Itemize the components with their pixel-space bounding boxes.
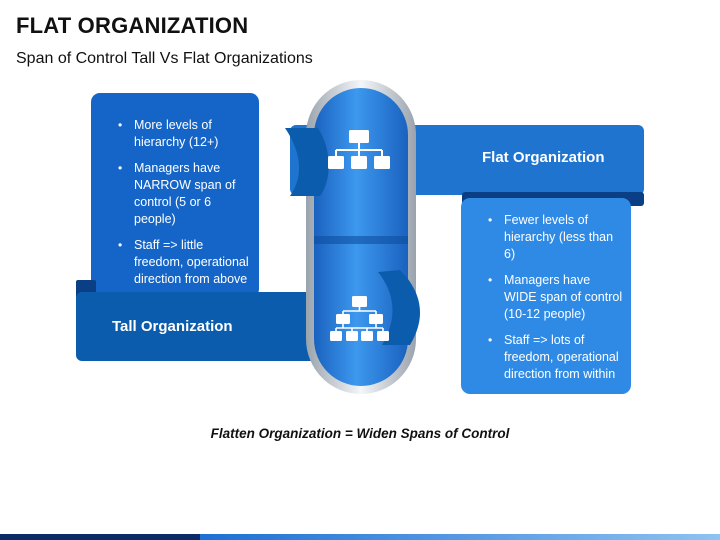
ribbon-twist-bottom bbox=[378, 270, 421, 345]
tall-bullet: Managers have NARROW span of control (5 … bbox=[118, 160, 254, 228]
tall-bullet-list: More levels of hierarchy (12+) Managers … bbox=[118, 117, 254, 297]
tall-band bbox=[76, 292, 364, 361]
tall-bullet: Staff => little freedom, operational dir… bbox=[118, 237, 254, 288]
flat-org-chart-icon bbox=[328, 130, 390, 169]
flat-organization-label: Flat Organization bbox=[482, 149, 605, 166]
footer-bar-dark bbox=[0, 534, 200, 540]
page-subtitle: Span of Control Tall Vs Flat Organizatio… bbox=[16, 50, 313, 67]
tall-organization-label: Tall Organization bbox=[112, 318, 233, 335]
tall-org-chart-icon bbox=[330, 296, 389, 341]
flat-bullet-list: Fewer levels of hierarchy (less than 6) … bbox=[488, 212, 624, 392]
page-title: FLAT ORGANIZATION bbox=[16, 13, 249, 38]
flat-bullet: Staff => lots of freedom, operational di… bbox=[488, 332, 624, 383]
capsule-divider bbox=[314, 236, 408, 244]
footer-bar-gradient bbox=[200, 534, 720, 540]
flat-bullet: Managers have WIDE span of control (10-1… bbox=[488, 272, 624, 323]
tall-bullet: More levels of hierarchy (12+) bbox=[118, 117, 254, 151]
flat-bullet: Fewer levels of hierarchy (less than 6) bbox=[488, 212, 624, 263]
footer-bar bbox=[0, 534, 720, 540]
caption: Flatten Organization = Widen Spans of Co… bbox=[210, 426, 510, 441]
ribbon-twist-top bbox=[285, 128, 329, 196]
